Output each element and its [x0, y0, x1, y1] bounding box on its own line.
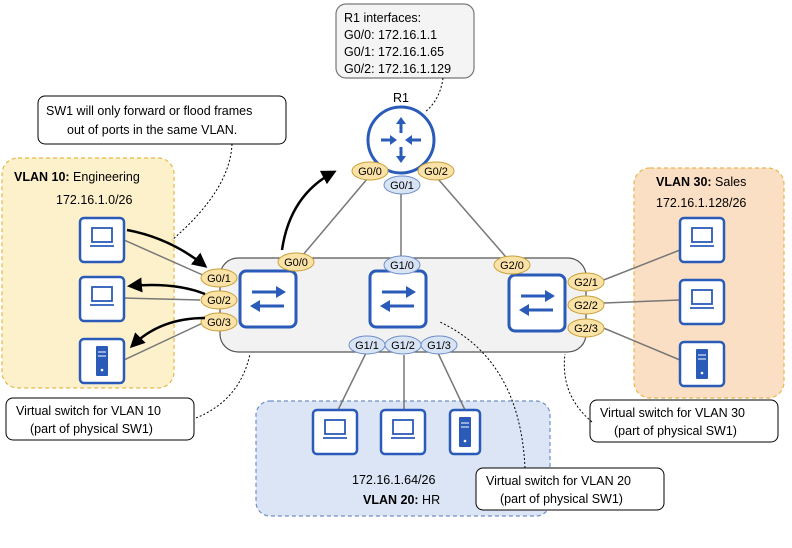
vlan30-title: VLAN 30: Sales: [656, 175, 746, 189]
sw1-port-g21: G2/1: [567, 272, 605, 292]
vlan10-flow-arrows: [126, 170, 337, 349]
vlan10-note-connector: [195, 353, 251, 419]
link-r1-g00: [296, 171, 374, 263]
link-r1-g02: [431, 171, 513, 265]
vlan30-subnet: 172.16.1.128/26: [656, 196, 746, 210]
server-icon[interactable]: [678, 340, 726, 388]
switch-icon[interactable]: [507, 273, 567, 333]
r1-port-g00: G0/0: [351, 161, 389, 181]
forward-callout: [37, 95, 287, 145]
server-icon[interactable]: [448, 408, 482, 456]
svg-text:G0/2: G0/2: [424, 166, 448, 178]
sw1-port-g11: G1/1: [348, 335, 386, 355]
vlan20-title: VLAN 20: HR: [363, 493, 440, 507]
link-pc2: [123, 297, 201, 301]
vlan10-subnet: 172.16.1.0/26: [56, 193, 133, 207]
sw1-port-g01: G0/1: [200, 268, 238, 288]
sw1-port-g13: G1/3: [420, 335, 458, 355]
svg-text:G2/2: G2/2: [574, 300, 598, 312]
router-icon[interactable]: [366, 105, 436, 175]
svg-text:G1/2: G1/2: [391, 340, 415, 352]
sw1-port-g22: G2/2: [567, 295, 605, 315]
r1-info-box: [335, 3, 475, 79]
vlan30-note-connector: [563, 353, 593, 423]
vlan10-note-text: Virtual switch for VLAN 10 (part of phys…: [16, 404, 164, 436]
r1-info-text: R1 interfaces: G0/0: 172.16.1.1 G0/1: 17…: [344, 11, 451, 76]
r1-port-g02: G0/2: [417, 161, 455, 181]
svg-text:G1/1: G1/1: [355, 340, 379, 352]
vlan30-note-text: Virtual switch for VLAN 30 (part of phys…: [600, 406, 748, 438]
svg-text:G2/0: G2/0: [500, 260, 524, 272]
svg-text:G2/3: G2/3: [574, 323, 598, 335]
pc-icon[interactable]: [311, 408, 359, 456]
pc-icon[interactable]: [78, 275, 126, 323]
vlan20-note-text: Virtual switch for VLAN 20 (part of phys…: [486, 474, 634, 506]
pc-icon[interactable]: [678, 278, 726, 326]
switch-icon[interactable]: [238, 269, 298, 329]
vlan20-subnet: 172.16.1.64/26: [352, 473, 435, 487]
r1-port-g01: G0/1: [383, 175, 421, 195]
link-srv1: [123, 321, 206, 361]
svg-text:G1/0: G1/0: [390, 260, 414, 272]
svg-text:G0/1: G0/1: [390, 180, 414, 192]
sw1-port-g10: G1/0: [383, 255, 421, 275]
svg-text:G0/2: G0/2: [207, 295, 231, 307]
svg-text:G0/1: G0/1: [207, 273, 231, 285]
link-srv3: [600, 326, 681, 361]
r1-info-connector: [424, 77, 444, 113]
sw1-port-g23: G2/3: [567, 318, 605, 338]
pc-icon[interactable]: [379, 408, 427, 456]
server-icon[interactable]: [78, 337, 126, 385]
vlan10-title: VLAN 10: Engineering: [14, 170, 140, 184]
vlan30-note: [589, 399, 779, 443]
svg-text:G0/0: G0/0: [358, 166, 382, 178]
link-pc1: [123, 239, 206, 277]
link-pc6: [337, 352, 367, 411]
sw1-port-g02: G0/2: [200, 290, 238, 310]
forward-callout-text: SW1 will only forward or flood frames ou…: [46, 104, 256, 137]
router-label: R1: [393, 91, 409, 105]
svg-text:G1/3: G1/3: [427, 340, 451, 352]
svg-text:G2/1: G2/1: [574, 277, 598, 289]
sw1-port-g03: G0/3: [200, 312, 238, 332]
link-pc4: [600, 249, 681, 282]
vlan20-note: [475, 467, 665, 511]
pc-icon[interactable]: [78, 216, 126, 264]
svg-text:G0/0: G0/0: [284, 257, 308, 269]
svg-text:G0/3: G0/3: [207, 317, 231, 329]
sw1-port-g00: G0/0: [277, 252, 315, 272]
sw1-port-g20: G2/0: [493, 255, 531, 275]
forward-callout-connector: [171, 143, 233, 241]
pc-icon[interactable]: [678, 216, 726, 264]
switch-icon[interactable]: [368, 269, 428, 329]
vlan10-note: [5, 397, 195, 441]
sw1-port-g12: G1/2: [384, 335, 422, 355]
vlan20-note-connector: [439, 321, 526, 469]
link-pc5: [603, 299, 681, 304]
link-srv2: [437, 352, 466, 411]
vlan10-area: [1, 157, 175, 389]
